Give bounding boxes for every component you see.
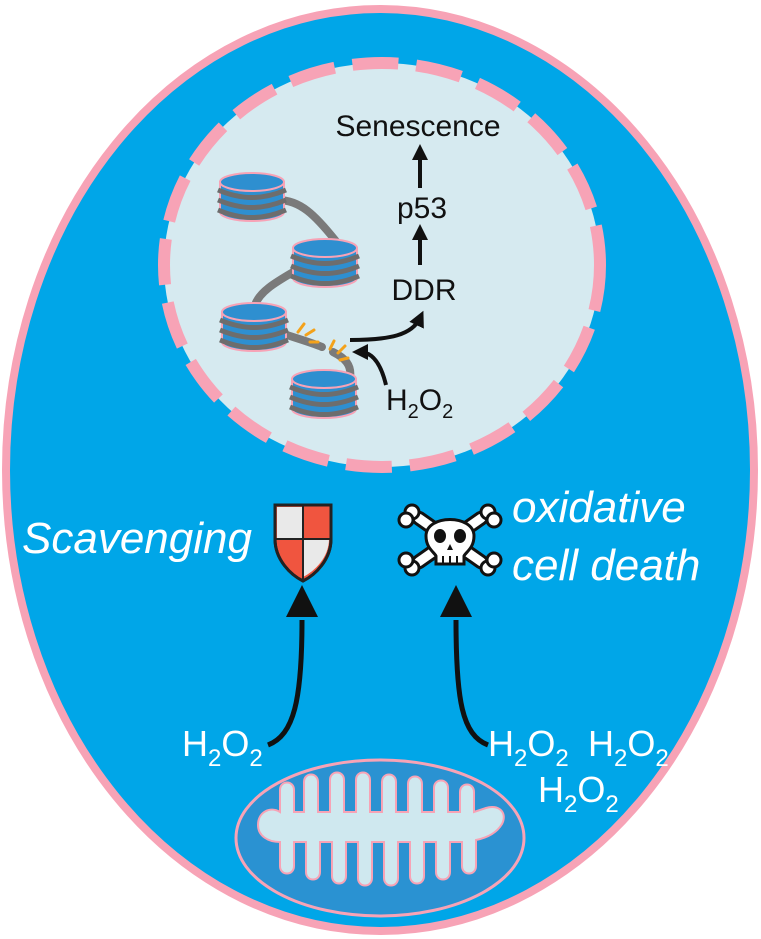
arrow-damage-to-ddr (349, 310, 424, 342)
oxidative-label-line1: oxidative (512, 483, 686, 532)
p53-label: p53 (397, 192, 447, 225)
skull-crossbones-icon (397, 503, 503, 577)
dna-break-icon (296, 322, 350, 362)
nucleus (158, 57, 606, 473)
right-h2o2-label-c: H2O2 (538, 769, 619, 818)
senescence-label: Senescence (335, 110, 500, 143)
nucleosome-icon (217, 172, 360, 419)
arrow-h2o2-to-dna (352, 344, 388, 386)
ddr-label: DDR (392, 274, 457, 307)
oxidative-label-line2: cell death (512, 541, 700, 590)
arrow-h2o2-to-cell-death (453, 619, 490, 748)
mitochondrion-icon (234, 758, 526, 918)
arrow-h2o2-to-scavenging (266, 619, 305, 748)
nucleus-arrows (349, 144, 428, 386)
shield-icon (273, 503, 333, 583)
cytoplasm-arrows (266, 619, 490, 748)
scavenging-label: Scavenging (22, 514, 252, 563)
arrowhead-cell-death (440, 585, 472, 617)
nucleus-h2o2-label: H2O2 (386, 384, 453, 423)
right-h2o2-label-b: H2O2 (588, 723, 669, 772)
right-h2o2-label-a: H2O2 (488, 723, 569, 772)
left-h2o2-label: H2O2 (182, 723, 263, 772)
arrowhead-scavenging (286, 585, 318, 617)
